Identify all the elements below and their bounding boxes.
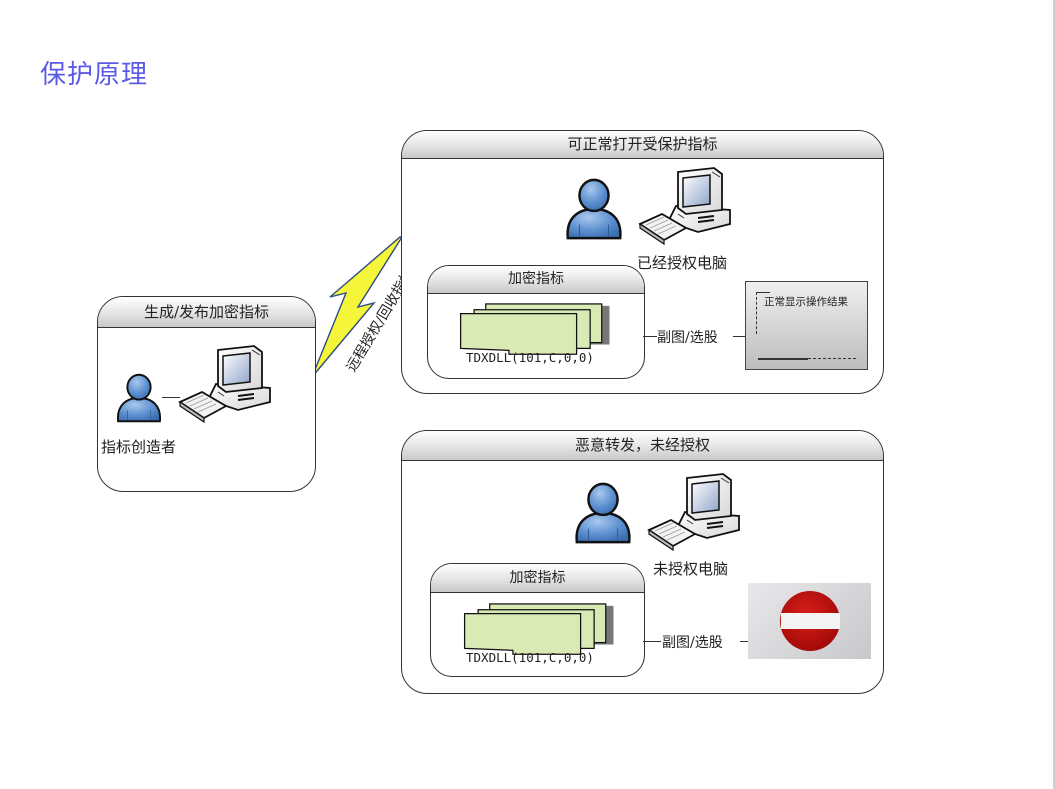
lightning-link-icon	[311, 236, 404, 378]
connector-label: 副图/选股	[657, 330, 718, 346]
unauthorized-computer-label: 未授权电脑	[653, 560, 729, 578]
computer-icon	[638, 165, 738, 247]
connector-line	[643, 641, 661, 642]
person-icon	[563, 176, 625, 242]
indicator-formula: TDXDLL(101,C,0,0)	[466, 350, 594, 365]
person-icon	[115, 368, 163, 428]
person-icon	[572, 480, 634, 546]
page-title: 保护原理	[40, 60, 149, 90]
connector-line	[643, 336, 657, 337]
indicator-box-header: 加密指标	[428, 266, 644, 294]
blocked-result-box	[748, 583, 871, 659]
unauthorized-panel-header: 恶意转发，未经授权	[402, 431, 883, 461]
connector-label: 副图/选股	[662, 635, 723, 651]
authorized-computer-label: 已经授权电脑	[637, 254, 728, 272]
authorized-panel-header: 可正常打开受保护指标	[402, 131, 883, 159]
creator-panel-header: 生成/发布加密指标	[98, 297, 315, 328]
connector-line	[740, 641, 748, 642]
result-display-box: 正常显示操作结果	[745, 281, 868, 370]
connector-line	[162, 397, 180, 398]
scrollbar-edge	[1053, 0, 1055, 789]
computer-icon	[647, 471, 747, 553]
connector-line	[733, 336, 745, 337]
creator-label: 指标创造者	[101, 438, 177, 456]
no-entry-icon	[780, 591, 840, 651]
indicator-formula: TDXDLL(101,C,0,0)	[466, 650, 594, 665]
indicator-box-header: 加密指标	[431, 564, 644, 593]
result-text: 正常显示操作结果	[764, 296, 848, 308]
computer-icon	[178, 343, 278, 425]
